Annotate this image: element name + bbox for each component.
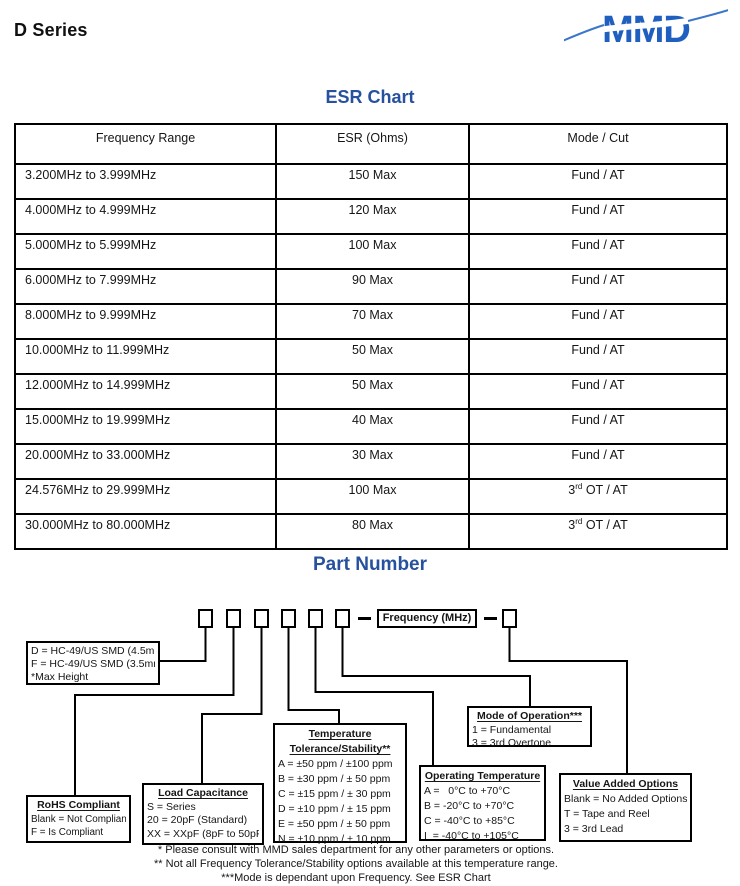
callout-title-2: Tolerance/Stability** xyxy=(289,743,391,755)
callout-line: Blank = No Added Options xyxy=(564,793,687,805)
callout-line: 3 = 3rd Lead xyxy=(564,823,624,835)
pn-dash-1 xyxy=(358,617,371,620)
callout-line: D = ±10 ppm / ± 15 ppm xyxy=(278,803,391,815)
pn-digit-box-7 xyxy=(502,609,517,628)
pn-digit-box-1 xyxy=(198,609,213,628)
callout-temperature-tolerance: Temperature Tolerance/Stability** A = ±5… xyxy=(273,723,407,845)
mmd-logo: MMD xyxy=(564,8,728,51)
mode-cut-cell: Fund / AT xyxy=(468,443,728,480)
mode-cut-cell: Fund / AT xyxy=(468,373,728,410)
col-header-frequency-range: Frequency Range xyxy=(14,123,277,165)
callout-line: 3 = 3rd Overtone xyxy=(472,737,552,749)
mode-cut-cell: Fund / AT xyxy=(468,163,728,200)
esr-table: Frequency Range ESR (Ohms) Mode / Cut 3.… xyxy=(14,123,728,550)
mode-cut-cell: Fund / AT xyxy=(468,198,728,235)
callout-line: *Max Height xyxy=(31,671,89,683)
esr-chart-heading: ESR Chart xyxy=(325,87,415,107)
frequency-box: Frequency (MHz) xyxy=(377,609,477,628)
callout-rohs-compliant: RoHS Compliant Blank = Not Compliant F = … xyxy=(26,795,131,843)
logo-swoosh-right xyxy=(687,9,728,22)
callout-line: A = ±50 ppm / ±100 ppm xyxy=(278,758,393,770)
callout-line: XX = XXpF (8pF to 50pF) xyxy=(147,827,259,840)
callout-line: 1 = Fundamental xyxy=(472,723,552,736)
callout-package: D = HC-49/US SMD (4.5mm*)F = HC-49/US SM… xyxy=(26,641,160,685)
callout-line: N = ±10 ppm / ± 10 ppm xyxy=(278,833,391,845)
mode-cut-cell: Fund / AT xyxy=(468,408,728,445)
part-number-diagram: Frequency (MHz) D = HC-49/US SMD (4.5mm*… xyxy=(0,600,740,886)
footnote-line: ** Not all Frequency Tolerance/Stability… xyxy=(154,858,558,870)
pn-digit-box-3 xyxy=(254,609,269,628)
callout-line: D = HC-49/US SMD (4.5mm*) xyxy=(31,645,155,657)
callout-line: 20 = 20pF (Standard) xyxy=(147,814,248,826)
callout-line: F = HC-49/US SMD (3.5mm*) xyxy=(31,658,155,670)
pn-digit-box-5 xyxy=(308,609,323,628)
footnotes: * Please consult with MMD sales departme… xyxy=(0,843,712,885)
callout-line: B = -20°C to +70°C xyxy=(424,800,515,812)
mode-cut-cell: 3rd OT / AT xyxy=(468,478,728,515)
callout-title: Temperature xyxy=(308,728,372,740)
callout-title: Value Added Options xyxy=(572,778,679,790)
mode-cut-cell: 3rd OT / AT xyxy=(468,513,728,550)
callout-line: S = Series xyxy=(147,800,196,813)
table-header-row: Frequency Range ESR (Ohms) Mode / Cut xyxy=(14,123,728,165)
col-header-esr-ohms: ESR (Ohms) xyxy=(275,123,470,165)
col-header-mode-cut: Mode / Cut xyxy=(468,123,728,165)
page-title: D Series xyxy=(14,20,88,40)
pn-digit-box-4 xyxy=(281,609,296,628)
mode-cut-cell: Fund / AT xyxy=(468,303,728,340)
callout-line: E = ±50 ppm / ± 50 ppm xyxy=(278,818,391,830)
callout-line: Blank = Not Compliant xyxy=(31,813,126,825)
callout-title: RoHS Compliant xyxy=(37,799,120,811)
callout-value-added-options: Value Added Options Blank = No Added Opt… xyxy=(559,773,692,842)
logo-swoosh-left xyxy=(564,24,605,42)
callout-line: A = 0°C to +70°C xyxy=(424,785,511,797)
footnote-line: * Please consult with MMD sales departme… xyxy=(157,844,555,856)
mode-cut-cell: Fund / AT xyxy=(468,268,728,305)
callout-title: Mode of Operation*** xyxy=(476,710,582,722)
callout-line: C = ±15 ppm / ± 30 ppm xyxy=(278,788,391,800)
callout-line: T = Tape and Reel xyxy=(564,808,650,820)
footnote-line: ***Mode is dependant upon Frequency. See… xyxy=(221,872,491,884)
callout-line: C = -40°C to +85°C xyxy=(424,815,515,827)
pn-dash-2 xyxy=(484,617,497,620)
part-number-heading: Part Number xyxy=(312,554,428,575)
callout-title: Load Capacitance xyxy=(158,787,248,799)
connector-lines xyxy=(74,626,628,795)
pn-digit-box-2 xyxy=(226,609,241,628)
callout-line: I = -40°C to +105°C xyxy=(424,830,519,842)
callout-title: Operating Temperature xyxy=(424,770,541,782)
callout-line: B = ±30 ppm / ± 50 ppm xyxy=(278,773,391,785)
mode-cut-cell: Fund / AT xyxy=(468,233,728,270)
pn-digit-box-6 xyxy=(335,609,350,628)
mode-cut-cell: Fund / AT xyxy=(468,338,728,375)
callout-operating-temperature: Operating Temperature A = 0°C to +70°C B … xyxy=(419,765,546,842)
callout-line: F = Is Compliant xyxy=(31,827,104,838)
